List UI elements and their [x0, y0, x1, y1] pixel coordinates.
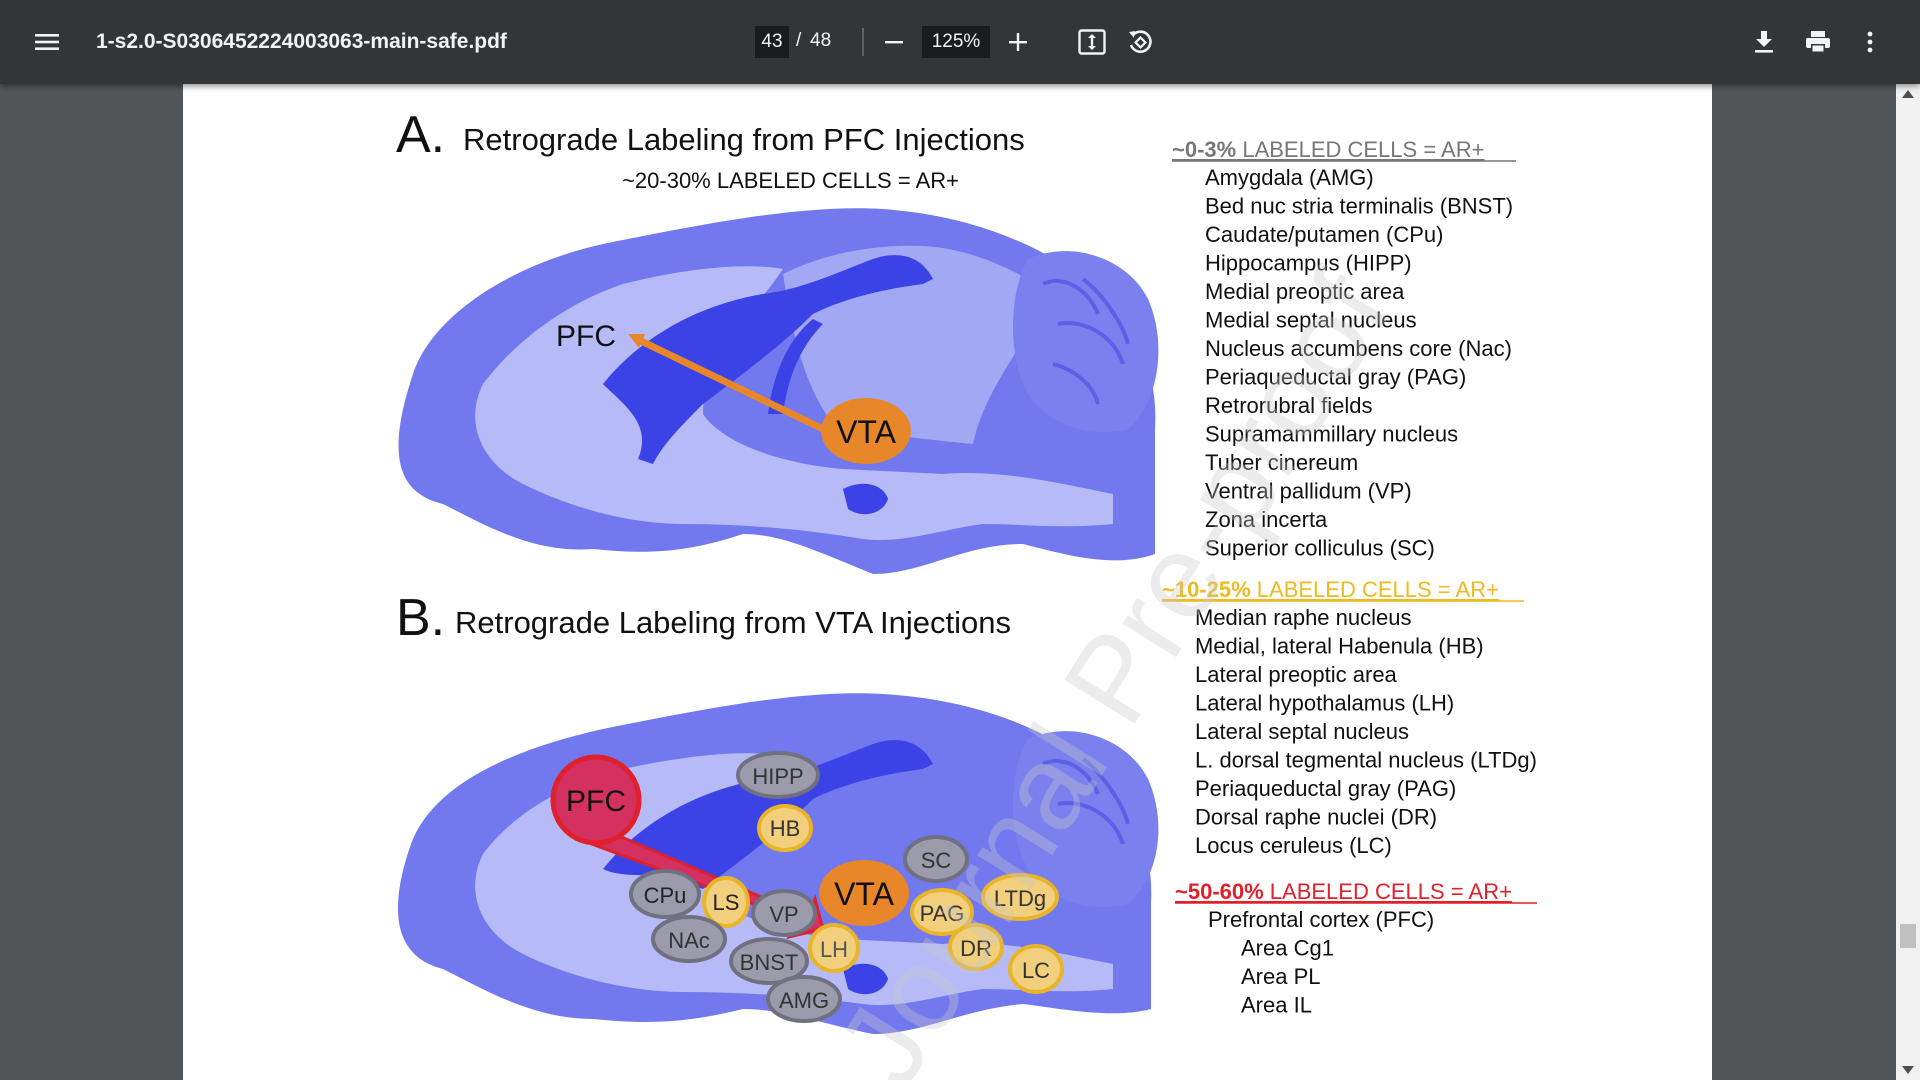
zoom-out-icon[interactable] [872, 22, 916, 62]
region-label-amg: AMG [779, 988, 829, 1013]
region-label-cpu: CPu [644, 883, 687, 908]
panel-b-regions: HIPP HB SC CPu LS VP PAG LTDg NAc LH [629, 751, 1064, 1023]
fit-to-page-icon[interactable] [1070, 22, 1114, 62]
region-label-ls: LS [713, 890, 740, 915]
legend-low-item: Ventral pallidum (VP) [1205, 479, 1412, 504]
region-node-amg [766, 975, 842, 1023]
region-label-vp: VP [769, 902, 798, 927]
page-total: 48 [810, 30, 832, 51]
legend-mid-item: Lateral preoptic area [1195, 662, 1398, 687]
legend-mid-item: Periaqueductal gray (PAG) [1195, 776, 1456, 801]
region-label-nac: NAc [668, 928, 710, 953]
legend-high: ~50-60% LABELED CELLS = AR+ Prefrontal c… [1175, 879, 1537, 1018]
region-label-lc: LC [1022, 958, 1050, 983]
panel-a-title: Retrograde Labeling from PFC Injections [463, 122, 1025, 157]
legend-mid-header: ~10-25% LABELED CELLS = AR+ [1162, 577, 1499, 602]
panel-a-pfc-label: PFC [556, 320, 616, 353]
region-node-hb [757, 804, 813, 852]
region-label-dr: DR [960, 936, 992, 961]
region-node-lh [808, 923, 860, 973]
document-title: 1-s2.0-S0306452224003063-main-safe.pdf [96, 30, 507, 53]
region-label-bnst: BNST [740, 950, 799, 975]
legend-mid-item: L. dorsal tegmental nucleus (LTDg) [1195, 748, 1537, 773]
legend-low-item: Periaqueductal gray (PAG) [1205, 365, 1466, 390]
legend-high-item: Prefrontal cortex (PFC) [1208, 907, 1434, 932]
panel-a-vta-node [821, 398, 911, 464]
region-label-pag: PAG [920, 901, 965, 926]
region-node-ltdg [981, 873, 1059, 921]
region-label-sc: SC [921, 848, 952, 873]
region-label-ltdg: LTDg [994, 886, 1046, 911]
legend-low-item: Nucleus accumbens core (Nac) [1205, 336, 1512, 361]
panel-a-projection-arrow [633, 334, 825, 433]
legend-mid-item: Lateral hypothalamus (LH) [1195, 691, 1454, 716]
legend-low-item: Retrorubral fields [1205, 393, 1373, 418]
page-separator: / [796, 30, 802, 51]
pdf-viewer[interactable]: A. Retrograde Labeling from PFC Injectio… [0, 84, 1896, 1080]
zoom-in-icon[interactable] [996, 22, 1040, 62]
region-node-lc [1008, 944, 1064, 994]
zoom-level-input[interactable]: 125% [922, 26, 990, 58]
panel-b-pfc-label: PFC [566, 785, 626, 818]
menu-icon[interactable] [24, 22, 70, 62]
legend-mid-item: Median raphe nucleus [1195, 605, 1411, 630]
legend-low-item: Medial preoptic area [1205, 279, 1405, 304]
region-label-lh: LH [820, 937, 848, 962]
legend-mid: ~10-25% LABELED CELLS = AR+ Median raphe… [1162, 577, 1537, 858]
legend-low-item: Superior colliculus (SC) [1205, 536, 1435, 561]
vertical-scrollbar[interactable] [1896, 84, 1920, 1080]
legend-mid-item: Medial, lateral Habenula (HB) [1195, 634, 1484, 659]
region-node-cpu [629, 869, 701, 919]
panel-b-vta-node [819, 860, 909, 926]
legend-high-item: Area IL [1241, 993, 1312, 1018]
legend-high-item: Area Cg1 [1241, 936, 1334, 961]
panel-a-vta-label: VTA [836, 414, 897, 450]
legend-low-header: ~0-3% LABELED CELLS = AR+ [1172, 137, 1484, 162]
panel-b-letter: B. [396, 589, 445, 647]
panel-b-title: Retrograde Labeling from VTA Injections [455, 605, 1011, 640]
region-node-vp [751, 889, 817, 937]
scroll-down-arrow-icon[interactable] [1902, 1066, 1914, 1074]
legend-mid-item: Dorsal raphe nuclei (DR) [1195, 805, 1437, 830]
region-node-bnst [729, 937, 809, 985]
panel-a-brain [398, 208, 1159, 575]
legend-mid-item: Lateral septal nucleus [1195, 719, 1409, 744]
legend-low-item: Amygdala (AMG) [1205, 165, 1374, 190]
legend-low-item: Medial septal nucleus [1205, 308, 1417, 333]
region-label-hb: HB [770, 816, 801, 841]
panel-b-vta-label: VTA [834, 876, 895, 912]
region-node-dr [948, 923, 1004, 971]
more-options-icon[interactable] [1850, 22, 1890, 62]
region-node-ls [702, 876, 750, 928]
toolbar-divider [862, 28, 864, 56]
scroll-thumb[interactable] [1900, 924, 1916, 948]
panel-b-pfc-node [550, 754, 642, 846]
page-number-input[interactable]: 43 [755, 26, 789, 58]
figure-brain-diagram: A. Retrograde Labeling from PFC Injectio… [396, 106, 1537, 1080]
legend-high-item: Area PL [1241, 964, 1321, 989]
print-icon[interactable] [1796, 22, 1840, 62]
rotate-icon[interactable] [1118, 22, 1162, 62]
scroll-up-arrow-icon[interactable] [1902, 90, 1914, 98]
region-node-nac [651, 915, 727, 963]
legend-high-header: ~50-60% LABELED CELLS = AR+ [1175, 879, 1512, 904]
panel-a-arrowhead [628, 334, 645, 348]
legend-low: ~0-3% LABELED CELLS = AR+ Amygdala (AMG)… [1172, 137, 1516, 561]
region-node-sc [903, 835, 969, 883]
panel-a-subtitle: ~20-30% LABELED CELLS = AR+ [622, 168, 959, 193]
download-icon[interactable] [1742, 22, 1786, 62]
legend-low-item: Zona incerta [1205, 507, 1328, 532]
region-node-pag [910, 888, 974, 936]
legend-low-item: Hippocampus (HIPP) [1205, 251, 1412, 276]
legend-low-item: Bed nuc stria terminalis (BNST) [1205, 194, 1513, 219]
region-node-hipp [736, 751, 820, 799]
legend-mid-item: Locus ceruleus (LC) [1195, 833, 1392, 858]
region-label-hipp: HIPP [752, 764, 803, 789]
pdf-page: A. Retrograde Labeling from PFC Injectio… [183, 84, 1712, 1080]
legend-low-item: Tuber cinereum [1205, 450, 1358, 475]
legend-low-item: Caudate/putamen (CPu) [1205, 222, 1443, 247]
pdf-toolbar: 1-s2.0-S0306452224003063-main-safe.pdf 4… [0, 0, 1920, 84]
panel-a-letter: A. [396, 106, 445, 164]
legend-low-item: Supramammillary nucleus [1205, 422, 1458, 447]
